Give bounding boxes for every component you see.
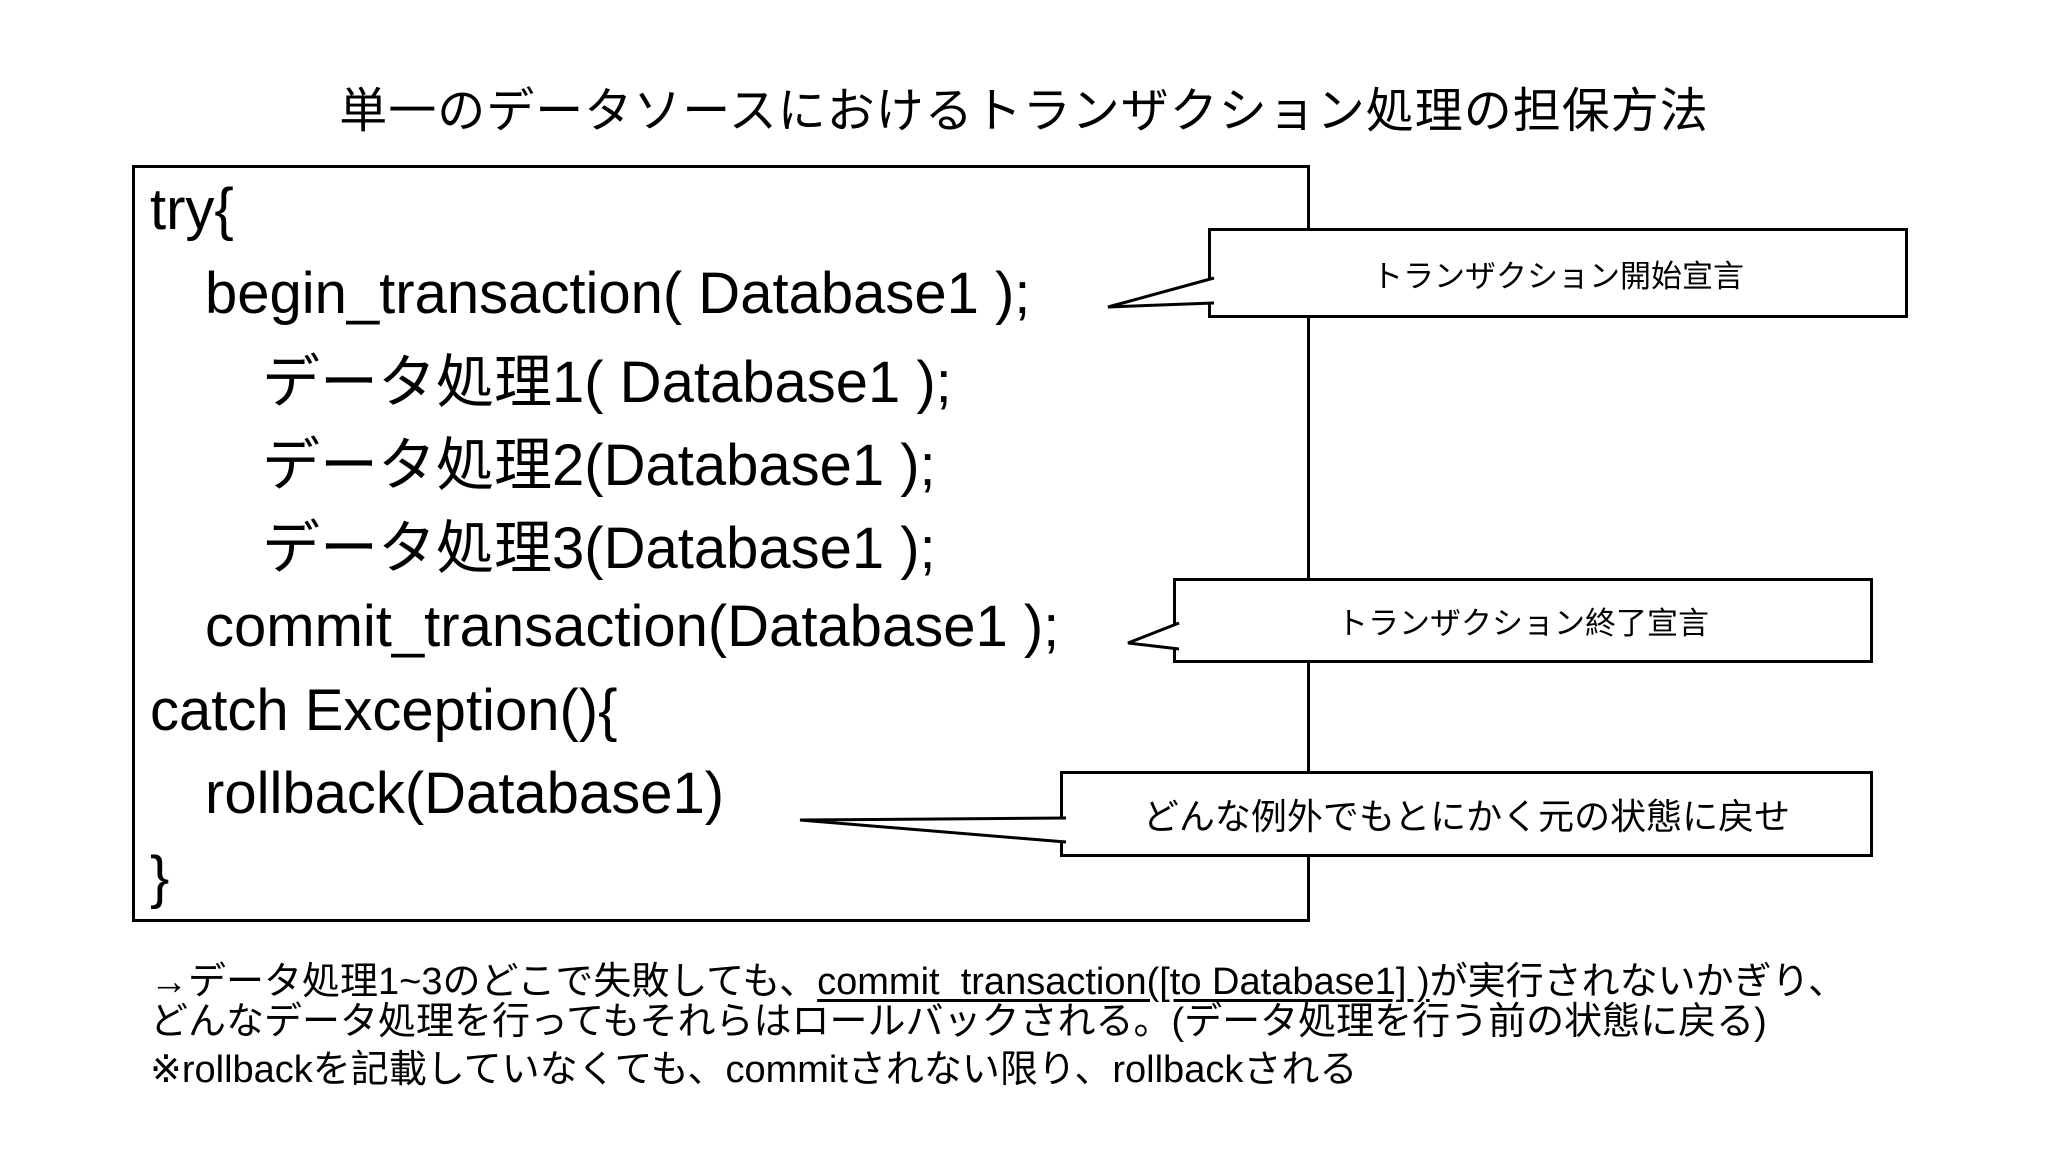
callout-rollback-note: どんな例外でもとにかく元の状態に戻せ xyxy=(1060,771,1873,857)
code-line-data-process-1: データ処理1( Database1 ); xyxy=(262,349,952,415)
footnote-line-1-prefix: →データ処理1~3のどこで失敗しても、 xyxy=(150,961,818,1003)
footnote-line-1-suffix: が実行されないかぎり、 xyxy=(1429,961,1847,1003)
code-line-try: try{ xyxy=(150,177,234,243)
footnote-line-3: ※rollbackを記載していなくても、commitされない限り、rollbac… xyxy=(150,1049,1358,1091)
footnote-line-2: どんなデータ処理を行ってもそれらはロールバックされる。(データ処理を行う前の状態… xyxy=(150,1001,1767,1043)
code-line-closing-brace: } xyxy=(150,844,170,910)
callout-transaction-end-label: トランザクション終了宣言 xyxy=(1337,606,1709,641)
footnote-line-1: →データ処理1~3のどこで失敗しても、commit_transaction([t… xyxy=(150,962,1846,1002)
code-line-catch-exception: catch Exception(){ xyxy=(150,677,618,743)
callout-rollback-note-label: どんな例外でもとにかく元の状態に戻せ xyxy=(1142,796,1791,837)
footnote-line-1-underlined: commit_transaction([to Database1] ) xyxy=(817,961,1430,1003)
callout-transaction-end: トランザクション終了宣言 xyxy=(1173,578,1873,663)
callout-transaction-start: トランザクション開始宣言 xyxy=(1208,228,1908,318)
code-line-data-process-3: データ処理3(Database1 ); xyxy=(262,516,936,582)
page-title: 単一のデータソースにおけるトランザクション処理の担保方法 xyxy=(339,85,1709,138)
code-line-rollback: rollback(Database1) xyxy=(205,761,725,827)
code-line-begin-transaction: begin_transaction( Database1 ); xyxy=(205,260,1031,326)
code-line-commit-transaction: commit_transaction(Database1 ); xyxy=(205,594,1060,660)
code-line-data-process-2: データ処理2(Database1 ); xyxy=(262,433,936,499)
callout-transaction-start-label: トランザクション開始宣言 xyxy=(1372,258,1744,294)
